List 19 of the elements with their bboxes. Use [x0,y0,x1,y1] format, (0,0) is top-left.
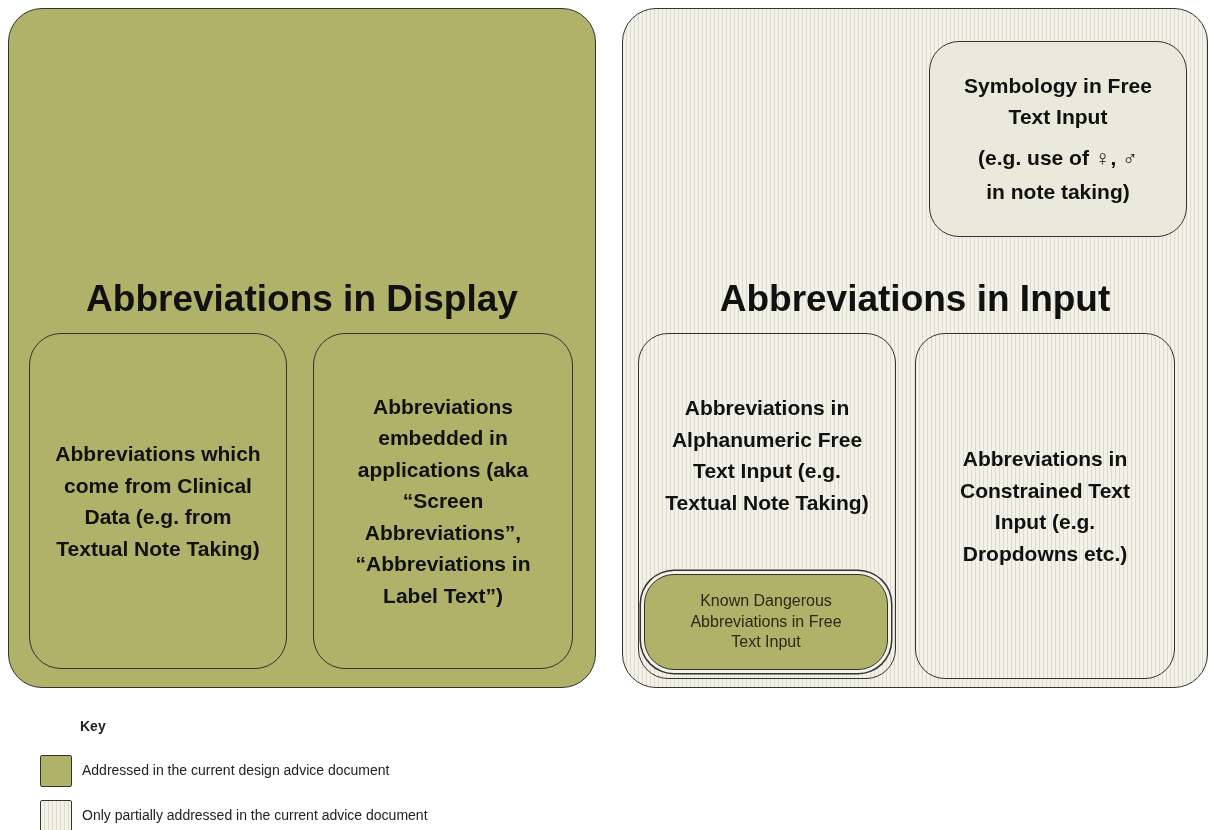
box-label: Abbreviations embedded in applications (aka “Screen Abbreviations”, “Abbreviations in Label Text”) [354,393,532,609]
box-label: Abbreviations in Constrained Text Input (e.g. Dropdowns etc.) [959,446,1131,567]
box-label: Known Dangerous Abbreviations in Free Text Input [689,590,843,653]
legend-heading: Key [80,718,106,734]
panel-title: Abbreviations in Input [718,277,1112,321]
panel-title: Abbreviations in Display [85,277,519,321]
box-label: Abbreviations in Alphanumeric Free Text Input (e.g. Textual Note Taking) [664,395,870,516]
category-box [29,333,287,669]
legend-label: Only partially addressed in the current advice document [82,807,428,823]
group-panel [622,8,1208,688]
box-label: Symbology in Free Text Input [963,72,1153,131]
category-box [915,333,1175,679]
category-box [638,333,896,679]
box-note: (e.g. use of ♀, ♂ in note taking) [977,144,1139,205]
group-panel [8,8,596,688]
legend-label: Addressed in the current design advice document [82,762,390,778]
category-box [313,333,573,669]
box-label: Abbreviations which come from Clinical Data (e.g. from Textual Note Taking) [54,441,262,562]
category-box [929,41,1187,237]
